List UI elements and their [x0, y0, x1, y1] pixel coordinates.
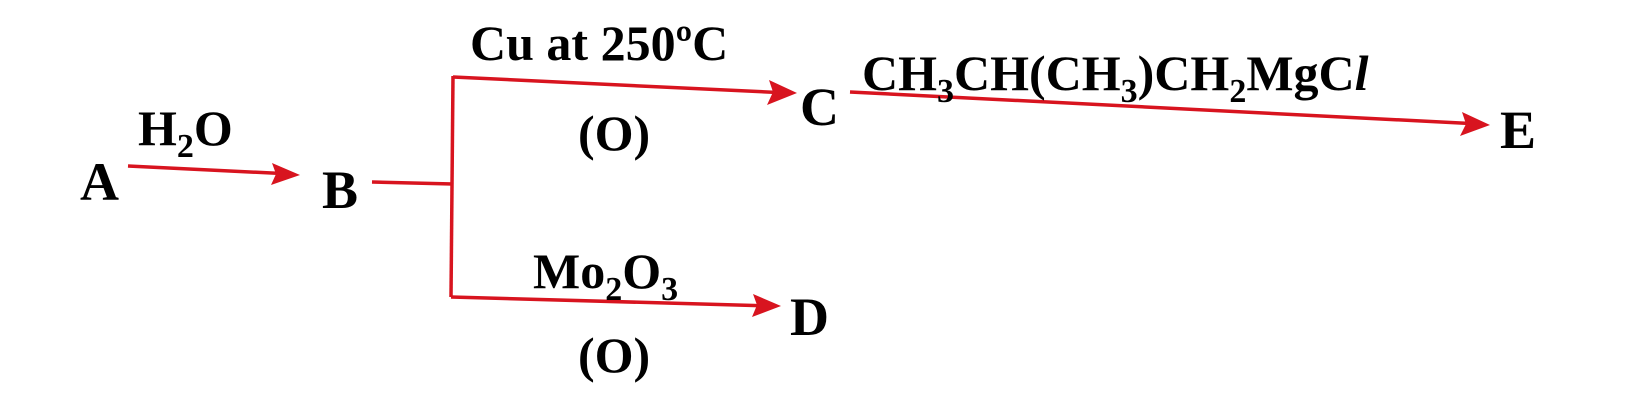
compound-b: B [322, 160, 358, 220]
compound-a: A [80, 152, 119, 212]
compound-e: E [1500, 100, 1536, 160]
arrow-b-to-c [452, 75, 797, 105]
compound-d: D [790, 287, 829, 347]
reagent-oxidation-bottom: (O) [578, 327, 650, 383]
arrow-a-to-b [127, 163, 300, 185]
reagent-copper: Cu at 250ºC [470, 15, 728, 71]
reagent-water: H2O [138, 100, 233, 165]
reagent-grignard: CH3CH(CH3)CH2MgCl [862, 45, 1369, 110]
reagent-oxidation-top: (O) [578, 105, 650, 161]
compound-c: C [800, 77, 839, 137]
arrow-b-to-d [450, 294, 781, 317]
arrow-c-to-e [849, 90, 1490, 136]
branch-connector [371, 75, 455, 298]
reagent-molybdenum-oxide: Mo2O3 [533, 243, 678, 308]
